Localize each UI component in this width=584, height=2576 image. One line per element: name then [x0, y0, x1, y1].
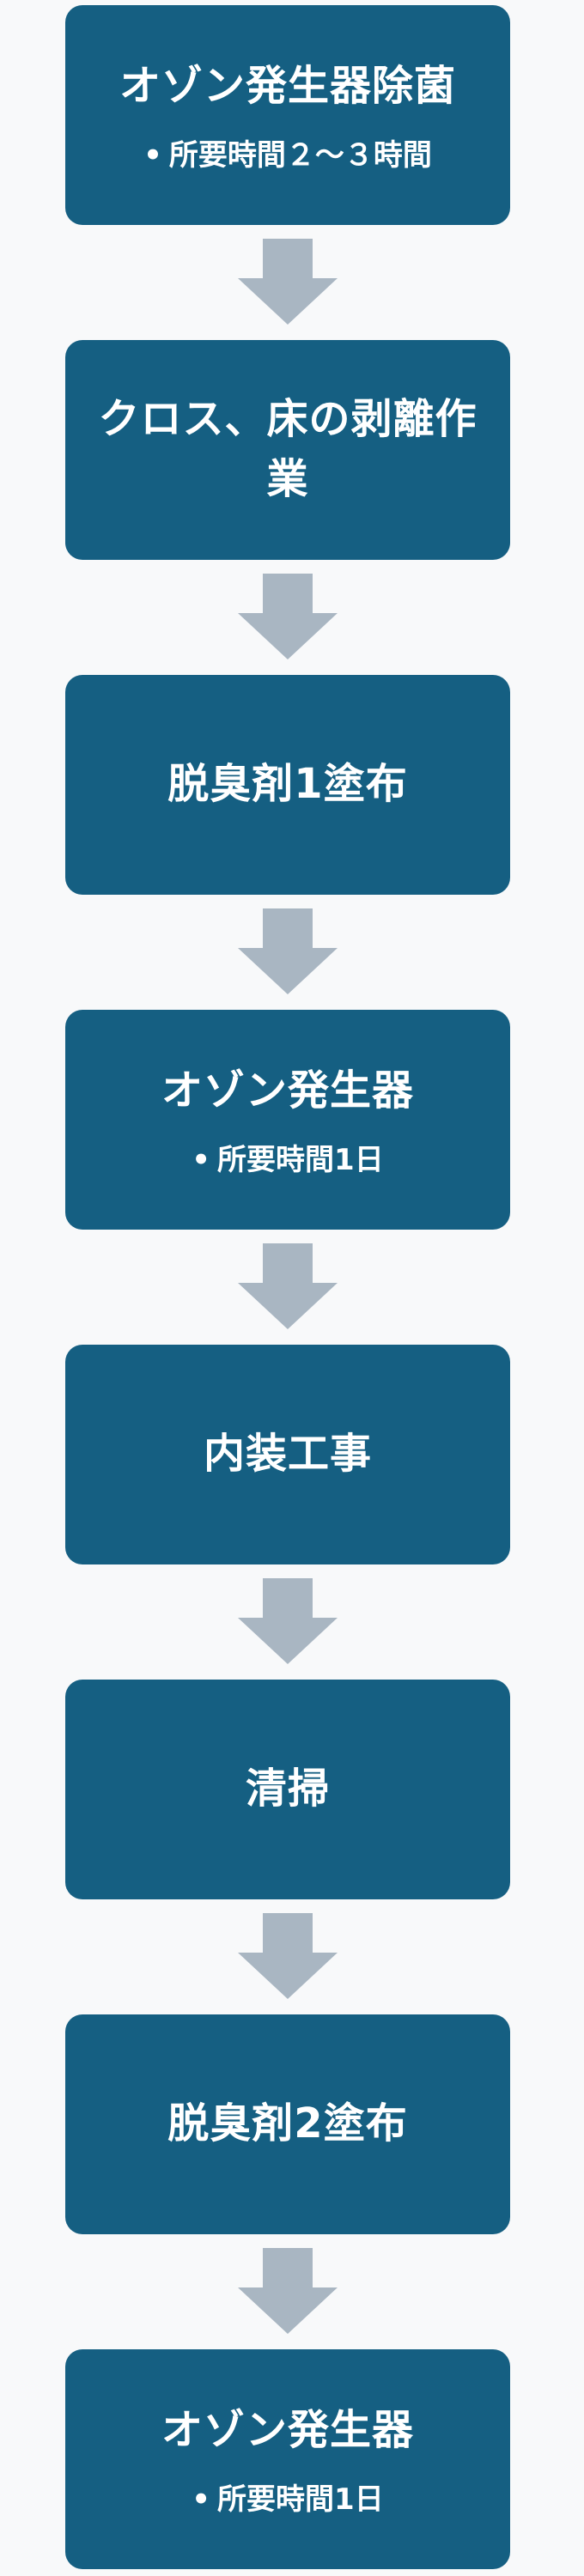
arrow-shape — [238, 239, 338, 325]
arrow-shape — [238, 1913, 338, 1999]
arrow-shape — [238, 2248, 338, 2334]
step-title: 脱臭剤2塗布 — [167, 2099, 408, 2148]
step-title: 内装工事 — [203, 1430, 372, 1479]
step-duration: 所要時間1日 — [217, 1143, 384, 1178]
step-detail: •所要時間1日 — [192, 1143, 383, 1178]
step-title: 脱臭剤1塗布 — [167, 760, 408, 809]
step-ozone-generator-1: オゾン発生器 •所要時間1日 — [65, 1010, 510, 1230]
down-arrow-icon — [238, 1578, 338, 1664]
step-ozone-disinfection: オゾン発生器除菌 •所要時間２～３時間 — [65, 5, 510, 225]
down-arrow-icon — [238, 1243, 338, 1329]
down-arrow-icon — [238, 574, 338, 659]
down-arrow-icon — [238, 239, 338, 325]
arrow-shape — [238, 1578, 338, 1664]
bullet-icon: • — [192, 2482, 211, 2518]
step-title: クロス、床の剥離作業 — [98, 395, 478, 503]
down-arrow-icon — [238, 1913, 338, 1999]
step-deodorant-1: 脱臭剤1塗布 — [65, 675, 510, 895]
bullet-icon: • — [192, 1143, 211, 1178]
step-duration: 所要時間２～３時間 — [168, 138, 432, 173]
arrow-shape — [238, 908, 338, 994]
arrow-shape — [238, 1243, 338, 1329]
step-title: オゾン発生器除菌 — [119, 61, 456, 110]
bullet-icon: • — [143, 138, 162, 173]
step-title: オゾン発生器 — [161, 2405, 414, 2454]
step-ozone-generator-2: オゾン発生器 •所要時間1日 — [65, 2349, 510, 2569]
down-arrow-icon — [238, 908, 338, 994]
step-cloth-floor-removal: クロス、床の剥離作業 — [65, 340, 510, 560]
step-interior-work: 内装工事 — [65, 1345, 510, 1564]
step-title: オゾン発生器 — [161, 1066, 414, 1115]
step-cleaning: 清掃 — [65, 1680, 510, 1899]
arrow-shape — [238, 574, 338, 659]
step-deodorant-2: 脱臭剤2塗布 — [65, 2014, 510, 2234]
step-detail: •所要時間２～３時間 — [143, 138, 432, 173]
down-arrow-icon — [238, 2248, 338, 2334]
step-detail: •所要時間1日 — [192, 2482, 383, 2518]
step-duration: 所要時間1日 — [217, 2482, 384, 2518]
step-title: 清掃 — [245, 1765, 330, 1814]
